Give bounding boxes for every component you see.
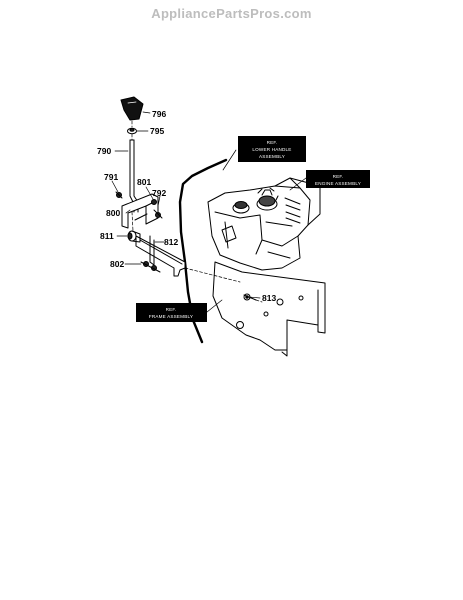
- callout-lower-handle: REF. LOWER HANDLE ASSEMBLY: [238, 136, 306, 162]
- svg-text:ENGINE ASSEMBLY: ENGINE ASSEMBLY: [315, 181, 361, 186]
- bushing: [127, 230, 141, 243]
- part-label-800: 800: [106, 208, 120, 218]
- part-label-791: 791: [104, 172, 118, 182]
- svg-text:ASSEMBLY: ASSEMBLY: [259, 154, 285, 159]
- hardware-washers: [140, 261, 161, 273]
- frame-plate: [212, 261, 326, 357]
- svg-text:FRAME ASSEMBLY: FRAME ASSEMBLY: [149, 314, 193, 319]
- leader-lines: [111, 111, 307, 313]
- svg-text:REF.: REF.: [267, 140, 278, 145]
- part-label-792: 792: [152, 188, 166, 198]
- alignment-lines: [131, 120, 263, 303]
- part-label-812: 812: [164, 237, 178, 247]
- part-label-796: 796: [152, 109, 166, 119]
- svg-text:REF.: REF.: [166, 307, 177, 312]
- hex-nut: [127, 127, 137, 135]
- shift-knob: [120, 96, 144, 121]
- bolt: [243, 293, 257, 301]
- part-label-795: 795: [150, 126, 164, 136]
- callout-engine: REF. ENGINE ASSEMBLY: [306, 170, 370, 188]
- part-label-790: 790: [97, 146, 111, 156]
- shift-lever-arm: [135, 235, 186, 277]
- watermark: AppliancePartsPros.com: [151, 6, 312, 21]
- part-label-811: 811: [100, 231, 114, 241]
- callout-frame: REF. FRAME ASSEMBLY: [136, 303, 207, 322]
- svg-text:LOWER HANDLE: LOWER HANDLE: [252, 147, 291, 152]
- part-label-801: 801: [137, 177, 151, 187]
- shift-bracket: [115, 191, 163, 229]
- part-label-802: 802: [110, 259, 124, 269]
- part-label-813: 813: [262, 293, 276, 303]
- engine-housing: [207, 177, 321, 271]
- svg-text:REF.: REF.: [333, 174, 344, 179]
